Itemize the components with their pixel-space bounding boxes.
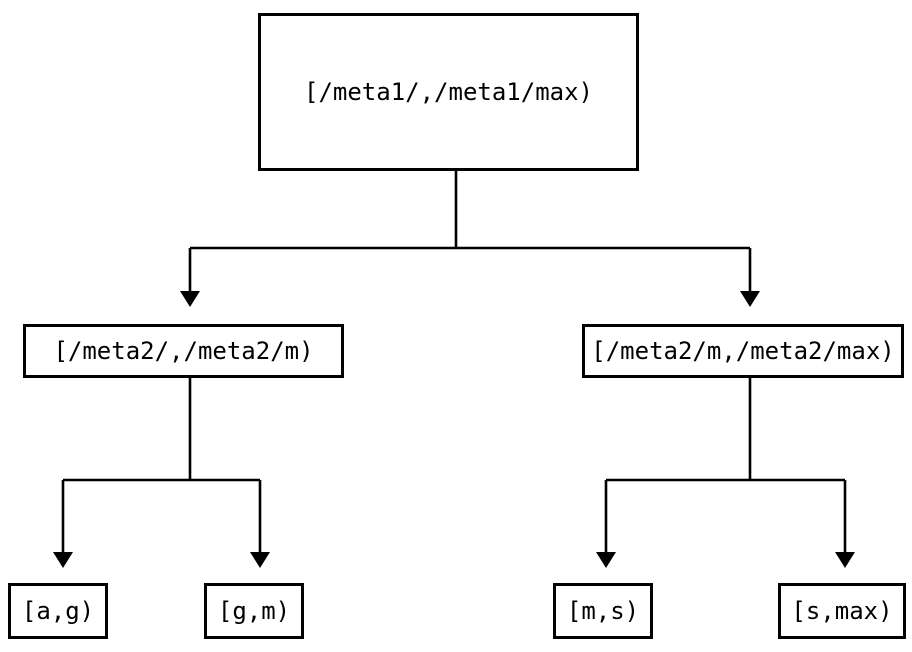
arrowhead-to-leaf-ms [596,552,616,568]
node-leaf-ms: [m,s) [553,583,653,639]
edge-midleft-to-children [61,377,262,554]
edge-midright-to-children [604,377,847,554]
node-leaf-smax-label: [s,max) [791,597,893,625]
arrowhead-to-mid-right [740,291,760,307]
node-mid-right: [/meta2/m,/meta2/max) [582,324,904,378]
node-leaf-ag: [a,g) [8,583,108,639]
node-leaf-gm-label: [g,m) [217,597,291,625]
arrowhead-to-mid-left [180,291,200,307]
arrowhead-to-leaf-gm [250,552,270,568]
node-leaf-gm: [g,m) [204,583,304,639]
node-mid-left: [/meta2/,/meta2/m) [23,324,344,378]
node-leaf-smax: [s,max) [778,583,906,639]
node-mid-left-label: [/meta2/,/meta2/m) [53,337,314,365]
node-root: [/meta1/,/meta1/max) [258,13,639,171]
arrowhead-to-leaf-ag [53,552,73,568]
node-root-label: [/meta1/,/meta1/max) [304,78,593,106]
edge-root-to-children [188,170,752,293]
node-leaf-ms-label: [m,s) [566,597,640,625]
arrowhead-to-leaf-smax [835,552,855,568]
node-leaf-ag-label: [a,g) [21,597,95,625]
node-mid-right-label: [/meta2/m,/meta2/max) [591,337,895,365]
